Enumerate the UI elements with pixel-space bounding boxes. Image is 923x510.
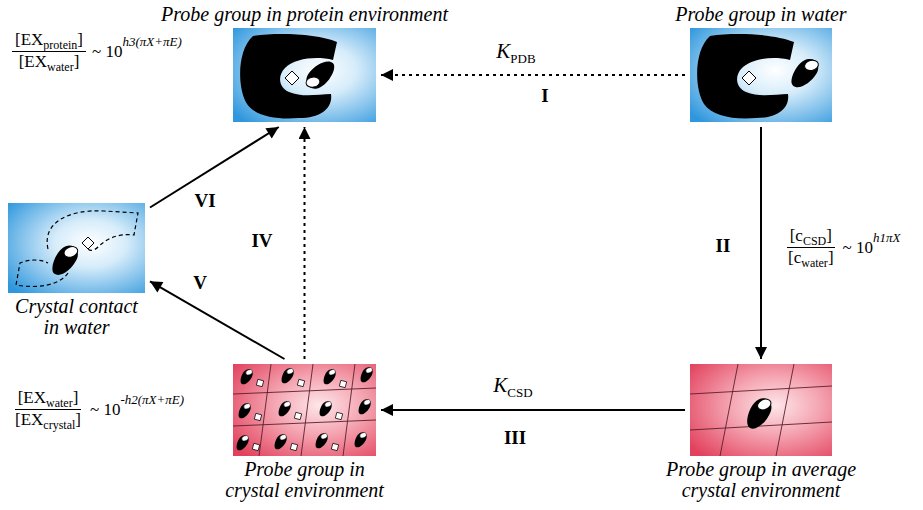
- panel-caption: Probe group in water: [675, 4, 846, 25]
- formula-term: [c: [790, 226, 803, 245]
- water-panel: [690, 28, 832, 122]
- probe-group: [303, 60, 338, 90]
- formula-subscript: crystal: [43, 418, 75, 432]
- panel-caption: Probe group in crystal environment: [220, 459, 390, 501]
- process-arrow: [760, 127, 762, 359]
- formula-relation: ~ 10: [90, 400, 120, 420]
- formula-subscript: CSD: [803, 234, 826, 248]
- formula-term: ]: [826, 226, 832, 245]
- site-diamond: [285, 71, 299, 85]
- lattice-grid: [233, 364, 376, 456]
- formula-exponent: h1πX: [873, 230, 900, 246]
- step-numeral: V: [193, 272, 207, 293]
- probe-lattice: [233, 366, 376, 452]
- constant-subscript: CSD: [507, 385, 532, 400]
- numerator: [EXwater]: [15, 388, 82, 410]
- formula-term: ]: [73, 388, 79, 407]
- protein-panel: [233, 28, 376, 122]
- formula-exponent: -h2(πX+πE): [120, 392, 184, 408]
- water-ground: [233, 28, 376, 122]
- constant-subscript: PDB: [510, 51, 535, 66]
- panel-box: Probe group in water: [690, 28, 832, 122]
- probe-group: [787, 57, 823, 89]
- panel-caption: Probe group in protein environment: [161, 4, 448, 25]
- constant-symbol: K: [493, 373, 507, 397]
- formula-relation: ~ 10: [843, 238, 873, 258]
- site-diamond: [742, 71, 756, 85]
- process-arrow: [381, 409, 685, 411]
- probe-group: [740, 395, 778, 431]
- formula-subscript: water: [46, 396, 73, 410]
- ratio-formula: [EXprotein][EXwater]~ 10h3(πX+πE): [12, 30, 182, 73]
- ratio-formula: [EXwater][EXcrystal]~ 10-h2(πX+πE): [12, 388, 184, 431]
- panel-caption: Crystal contact in water: [9, 296, 144, 338]
- average-crystal-panel: [690, 364, 832, 456]
- formula-term: [EX: [18, 388, 46, 407]
- panel-box: Probe group in crystal environment: [233, 364, 376, 456]
- panel-box: Probe group in protein environment: [233, 28, 376, 122]
- formula-subscript: water: [47, 60, 74, 74]
- water-ground: [690, 28, 832, 122]
- fraction: [EXwater][EXcrystal]: [12, 388, 84, 431]
- formula-exponent: h3(πX+πE): [122, 34, 181, 50]
- formula-term: ]: [75, 410, 81, 429]
- fraction: [cCSD][cwater]: [785, 226, 837, 269]
- site-squares: [252, 379, 346, 450]
- water-ground: [8, 203, 145, 293]
- process-arrow: [381, 74, 685, 76]
- denominator: [cwater]: [785, 248, 837, 269]
- constant-label: KPDB: [496, 39, 535, 66]
- denominator: [EXcrystal]: [12, 410, 84, 431]
- panel-box: Crystal contact in water: [8, 203, 145, 293]
- formula-relation: ~ 10: [92, 42, 122, 62]
- ratio-formula: [cCSD][cwater]~ 10h1πX: [785, 226, 900, 269]
- fraction: [EXprotein][EXwater]: [12, 30, 86, 73]
- step-numeral: IV: [251, 230, 272, 251]
- probe-group: [46, 243, 83, 277]
- formula-term: [EX: [15, 410, 43, 429]
- formula-term: [c: [788, 248, 801, 267]
- formula-term: ]: [828, 248, 834, 267]
- crystal-ground: [233, 364, 376, 456]
- step-numeral: I: [541, 85, 548, 106]
- step-numeral: VI: [194, 190, 215, 211]
- panel-box: Probe group in average crystal environme…: [690, 364, 832, 456]
- protein-shape: [697, 34, 794, 118]
- step-numeral: III: [504, 427, 526, 448]
- denominator: [EXwater]: [16, 52, 83, 73]
- contact-outline: [47, 211, 138, 251]
- formula-term: ]: [74, 52, 80, 71]
- process-arrow: [150, 281, 284, 359]
- site-diamond: [82, 237, 94, 249]
- lattice-grid: [690, 364, 832, 456]
- numerator: [EXprotein]: [12, 30, 86, 52]
- protein-shape: [240, 34, 337, 118]
- numerator: [cCSD]: [787, 226, 835, 248]
- formula-term: [EX: [19, 52, 47, 71]
- formula-subscript: water: [801, 256, 828, 270]
- formula-term: ]: [77, 30, 83, 49]
- panel-caption: Probe group in average crystal environme…: [661, 459, 861, 501]
- contact-panel: [8, 203, 145, 293]
- formula-term: [EX: [15, 30, 43, 49]
- process-arrow: [304, 127, 306, 359]
- formula-subscript: protein: [43, 38, 77, 52]
- crystal-ground: [690, 364, 832, 456]
- constant-symbol: K: [496, 39, 510, 63]
- constant-label: KCSD: [493, 373, 532, 400]
- crystal-panel: [233, 364, 376, 456]
- step-numeral: II: [716, 235, 731, 256]
